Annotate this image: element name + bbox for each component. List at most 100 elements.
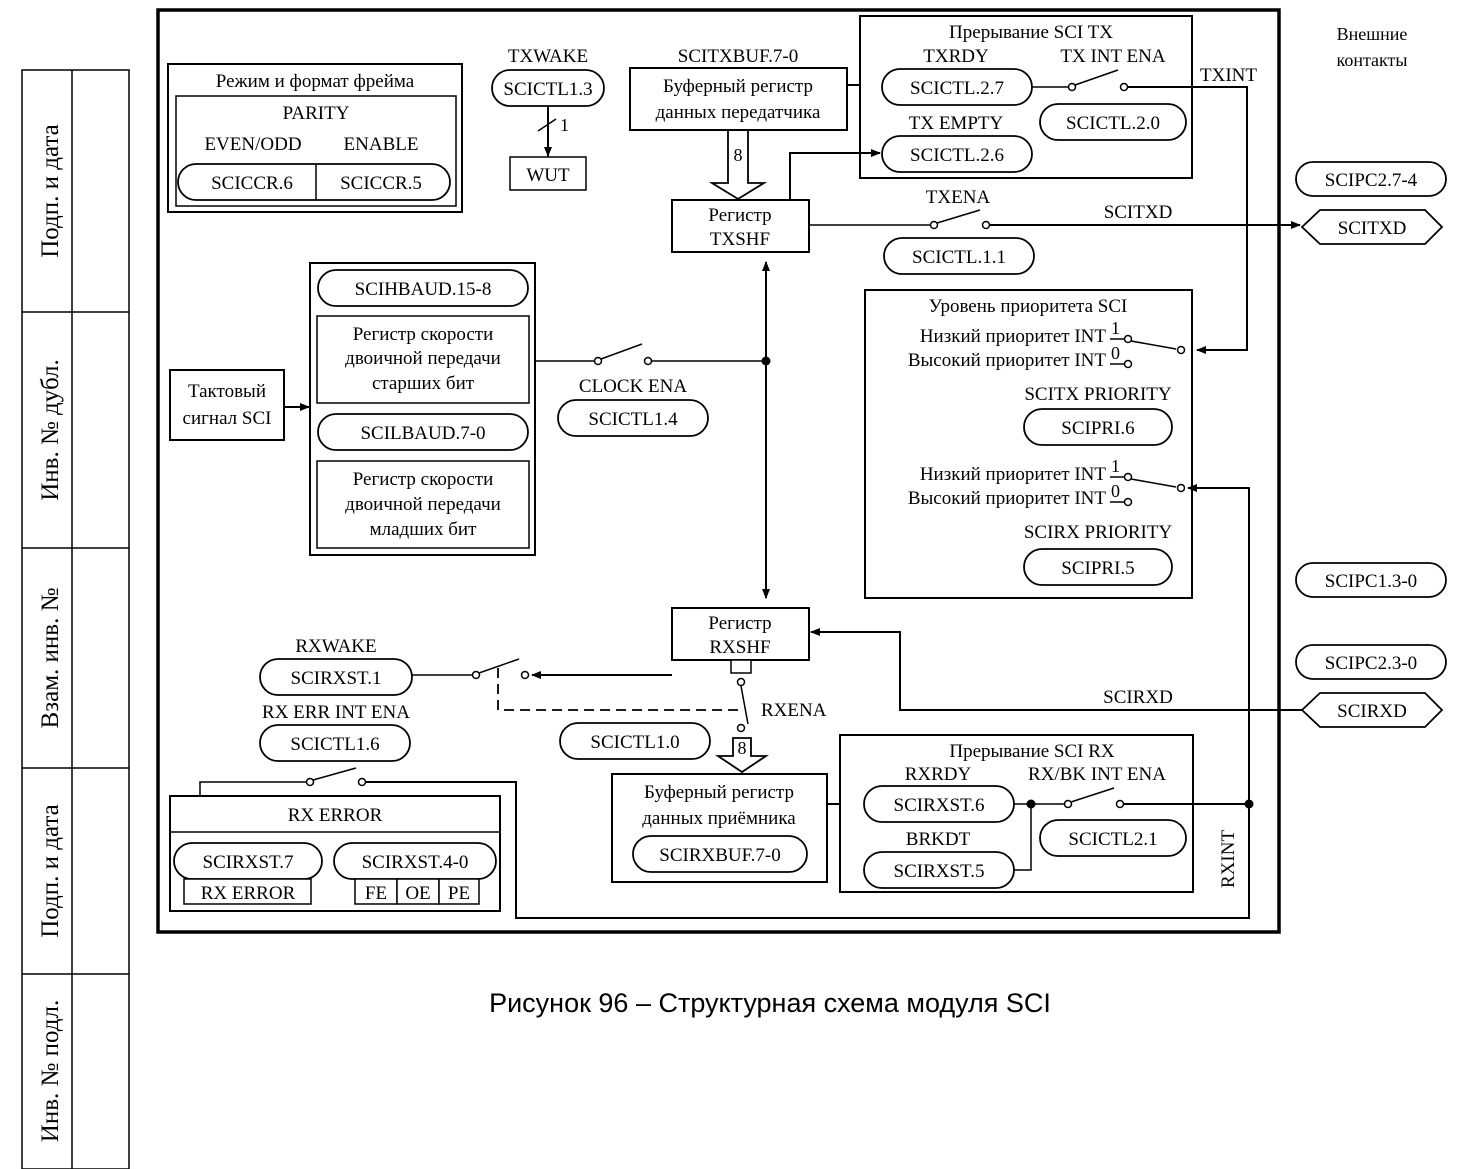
scitxd-pin-label: SCITXD: [1338, 218, 1407, 239]
scictl21-label: SCICTL2.1: [1068, 829, 1157, 850]
txshf-line1: Регистр: [708, 205, 771, 226]
figure-caption: Рисунок 96 – Структурная схема модуля SC…: [489, 988, 1051, 1018]
baud-low-line2: двоичной передачи: [345, 494, 501, 515]
stamp-field-sign-date-2: Подп. и дата: [37, 804, 64, 938]
rx-interrupt-block: Прерывание SCI RX RXRDY RX/BK INT ENA SC…: [839, 734, 1194, 893]
baud-high-line2: двоичной передачи: [345, 348, 501, 369]
tx-int-ena-reg-pill: [1039, 103, 1187, 141]
clock-source: Тактовый сигнал SCI: [169, 369, 310, 441]
scictl16-label: SCICTL1.6: [290, 734, 379, 755]
txwake-group: TXWAKE SCICTL1.3 1 WUT: [491, 46, 605, 191]
scipc2-74-pill: [1295, 161, 1447, 197]
scirxd-pin-label: SCIRXD: [1337, 701, 1407, 722]
stamp-field-sign-date-1: Подп. и дата: [37, 124, 64, 258]
tx-priority-label: SCITX PRIORITY: [1024, 384, 1172, 405]
scictl10-pill: [559, 722, 711, 760]
baud-high-line3: старших бит: [372, 373, 475, 394]
baud-high-line1: Регистр скорости: [353, 324, 494, 345]
rx-err-int-label: RX ERR INT ENA: [262, 702, 410, 723]
baud-low-line3: младших бит: [370, 519, 477, 540]
scictl14-label: SCICTL1.4: [588, 409, 678, 430]
rxwake-dashed-link: [497, 668, 741, 711]
scirxst40-label: SCIRXST.4-0: [362, 852, 469, 873]
scictl13-label: SCICTL1.3: [503, 79, 592, 100]
scirxd-pin: [1300, 692, 1444, 728]
rx-err-int-group: RX ERR INT ENA SCICTL1.6: [199, 702, 1250, 919]
scipc1-30-pill: [1295, 562, 1447, 598]
parity-label: PARITY: [283, 103, 350, 124]
rxena-group: RXENA SCICTL1.0 8: [559, 677, 827, 774]
scipri6-pill: [1023, 408, 1173, 446]
txrdy-label: TXRDY: [923, 46, 989, 67]
scipc1-30-label: SCIPC1.3-0: [1325, 571, 1417, 592]
stamp-field-repl-inv: Взам. инв. №: [37, 587, 64, 728]
tx-buffer-line2: данных передатчика: [656, 102, 821, 123]
scictl14-pill: [557, 399, 709, 437]
scipc2-74-label: SCIPC2.7-4: [1325, 170, 1418, 191]
scictl10-label: SCICTL1.0: [590, 732, 679, 753]
scipri5-pill: [1023, 548, 1173, 586]
rxena-label: RXENA: [761, 700, 827, 721]
txrdy-reg-label: SCICTL.2.7: [910, 78, 1004, 99]
baud-low-line1: Регистр скорости: [353, 469, 494, 490]
scirxst7-label: SCIRXST.7: [203, 852, 294, 873]
scitxd-signal-label: SCITXD: [1104, 202, 1173, 223]
rxwake-group: RXWAKE SCIRXST.1: [259, 636, 741, 711]
rxshf-group: Регистр RXSHF: [671, 607, 810, 674]
txena-group: TXENA SCITXD SCICTL.1.1: [809, 187, 1301, 275]
tx-buffer-box: [629, 67, 848, 131]
sciccr-pill: [177, 163, 451, 201]
scirxst5-label: SCIRXST.5: [894, 861, 985, 882]
clock-line2: сигнал SCI: [183, 408, 272, 429]
priority-block: Уровень приоритета SCI Низкий приоритет …: [864, 289, 1193, 599]
scirxd-signal-label: SCIRXD: [1103, 687, 1173, 708]
scihbaud-label: SCIHBAUD.15-8: [355, 279, 492, 300]
rx-zero: 0: [1111, 481, 1120, 501]
even-odd-label: EVEN/ODD: [204, 134, 301, 155]
tx-empty-reg-pill: [881, 135, 1033, 173]
sciccr5-label: SCICCR.5: [340, 173, 422, 194]
scirxst1-label: SCIRXST.1: [291, 668, 382, 689]
txshf-group: Регистр TXSHF: [671, 149, 881, 253]
brkdt-label: BRKDT: [906, 829, 971, 850]
scirxbuf-label: SCIRXBUF.7-0: [659, 845, 780, 866]
pe-flag: PE: [448, 883, 470, 904]
sciccr6-label: SCICCR.6: [211, 173, 293, 194]
priority-title: Уровень приоритета SCI: [929, 296, 1128, 317]
rx-error-title: RX ERROR: [288, 805, 383, 826]
scirxst7-sub-label: RX ERROR: [201, 883, 296, 904]
rx-bus-width: 8: [738, 738, 747, 758]
tx-int-ena-label: TX INT ENA: [1060, 46, 1165, 67]
tx-int-title: Прерывание SCI TX: [949, 22, 1113, 43]
scipc2-30-label: SCIPC2.3-0: [1325, 653, 1417, 674]
tx-zero: 0: [1111, 343, 1120, 363]
rxbk-label: RX/BK INT ENA: [1028, 764, 1166, 785]
scipri5-label: SCIPRI.5: [1061, 558, 1134, 579]
scitxd-pin: [1300, 209, 1444, 245]
tx-empty-reg-label: SCICTL.2.6: [910, 145, 1004, 166]
txwake-bit-count: 1: [560, 115, 569, 135]
rx-buffer-line2: данных приёмника: [642, 808, 796, 829]
scitxbuf-label: SCITXBUF.7-0: [678, 46, 798, 67]
sci-module-frame: [156, 8, 1281, 934]
enable-label: ENABLE: [344, 134, 419, 155]
rxshf-line1: Регистр: [708, 613, 771, 634]
txint-label: TXINT: [1200, 65, 1257, 86]
external-pins-title-1: Внешние: [1337, 24, 1408, 44]
stamp-field-orig-inv: Инв. № подл.: [37, 1000, 64, 1142]
stamp-field-dup-inv: Инв. № дубл.: [37, 359, 64, 501]
tx-empty-label: TX EMPTY: [909, 113, 1004, 134]
scictl11-label: SCICTL.1.1: [912, 247, 1006, 268]
rx-int-title: Прерывание SCI RX: [949, 741, 1115, 762]
rxshf-line2: RXSHF: [709, 637, 770, 658]
rx-error-block: RX ERROR SCIRXST.7 RX ERROR SCIRXST.4-0 …: [169, 795, 501, 912]
tx-high-int: Высокий приоритет INT: [908, 350, 1107, 371]
side-stamp: Подп. и дата Инв. № дубл. Взам. инв. № П…: [21, 69, 130, 1169]
scirxbuf-pill: [632, 835, 808, 873]
rx-buffer-line1: Буферный регистр: [644, 782, 794, 803]
txshf-line2: TXSHF: [710, 229, 770, 250]
scictl16-pill: [259, 724, 411, 762]
scictl11-pill: [883, 237, 1035, 275]
tx-bus-width: 8: [734, 145, 743, 165]
